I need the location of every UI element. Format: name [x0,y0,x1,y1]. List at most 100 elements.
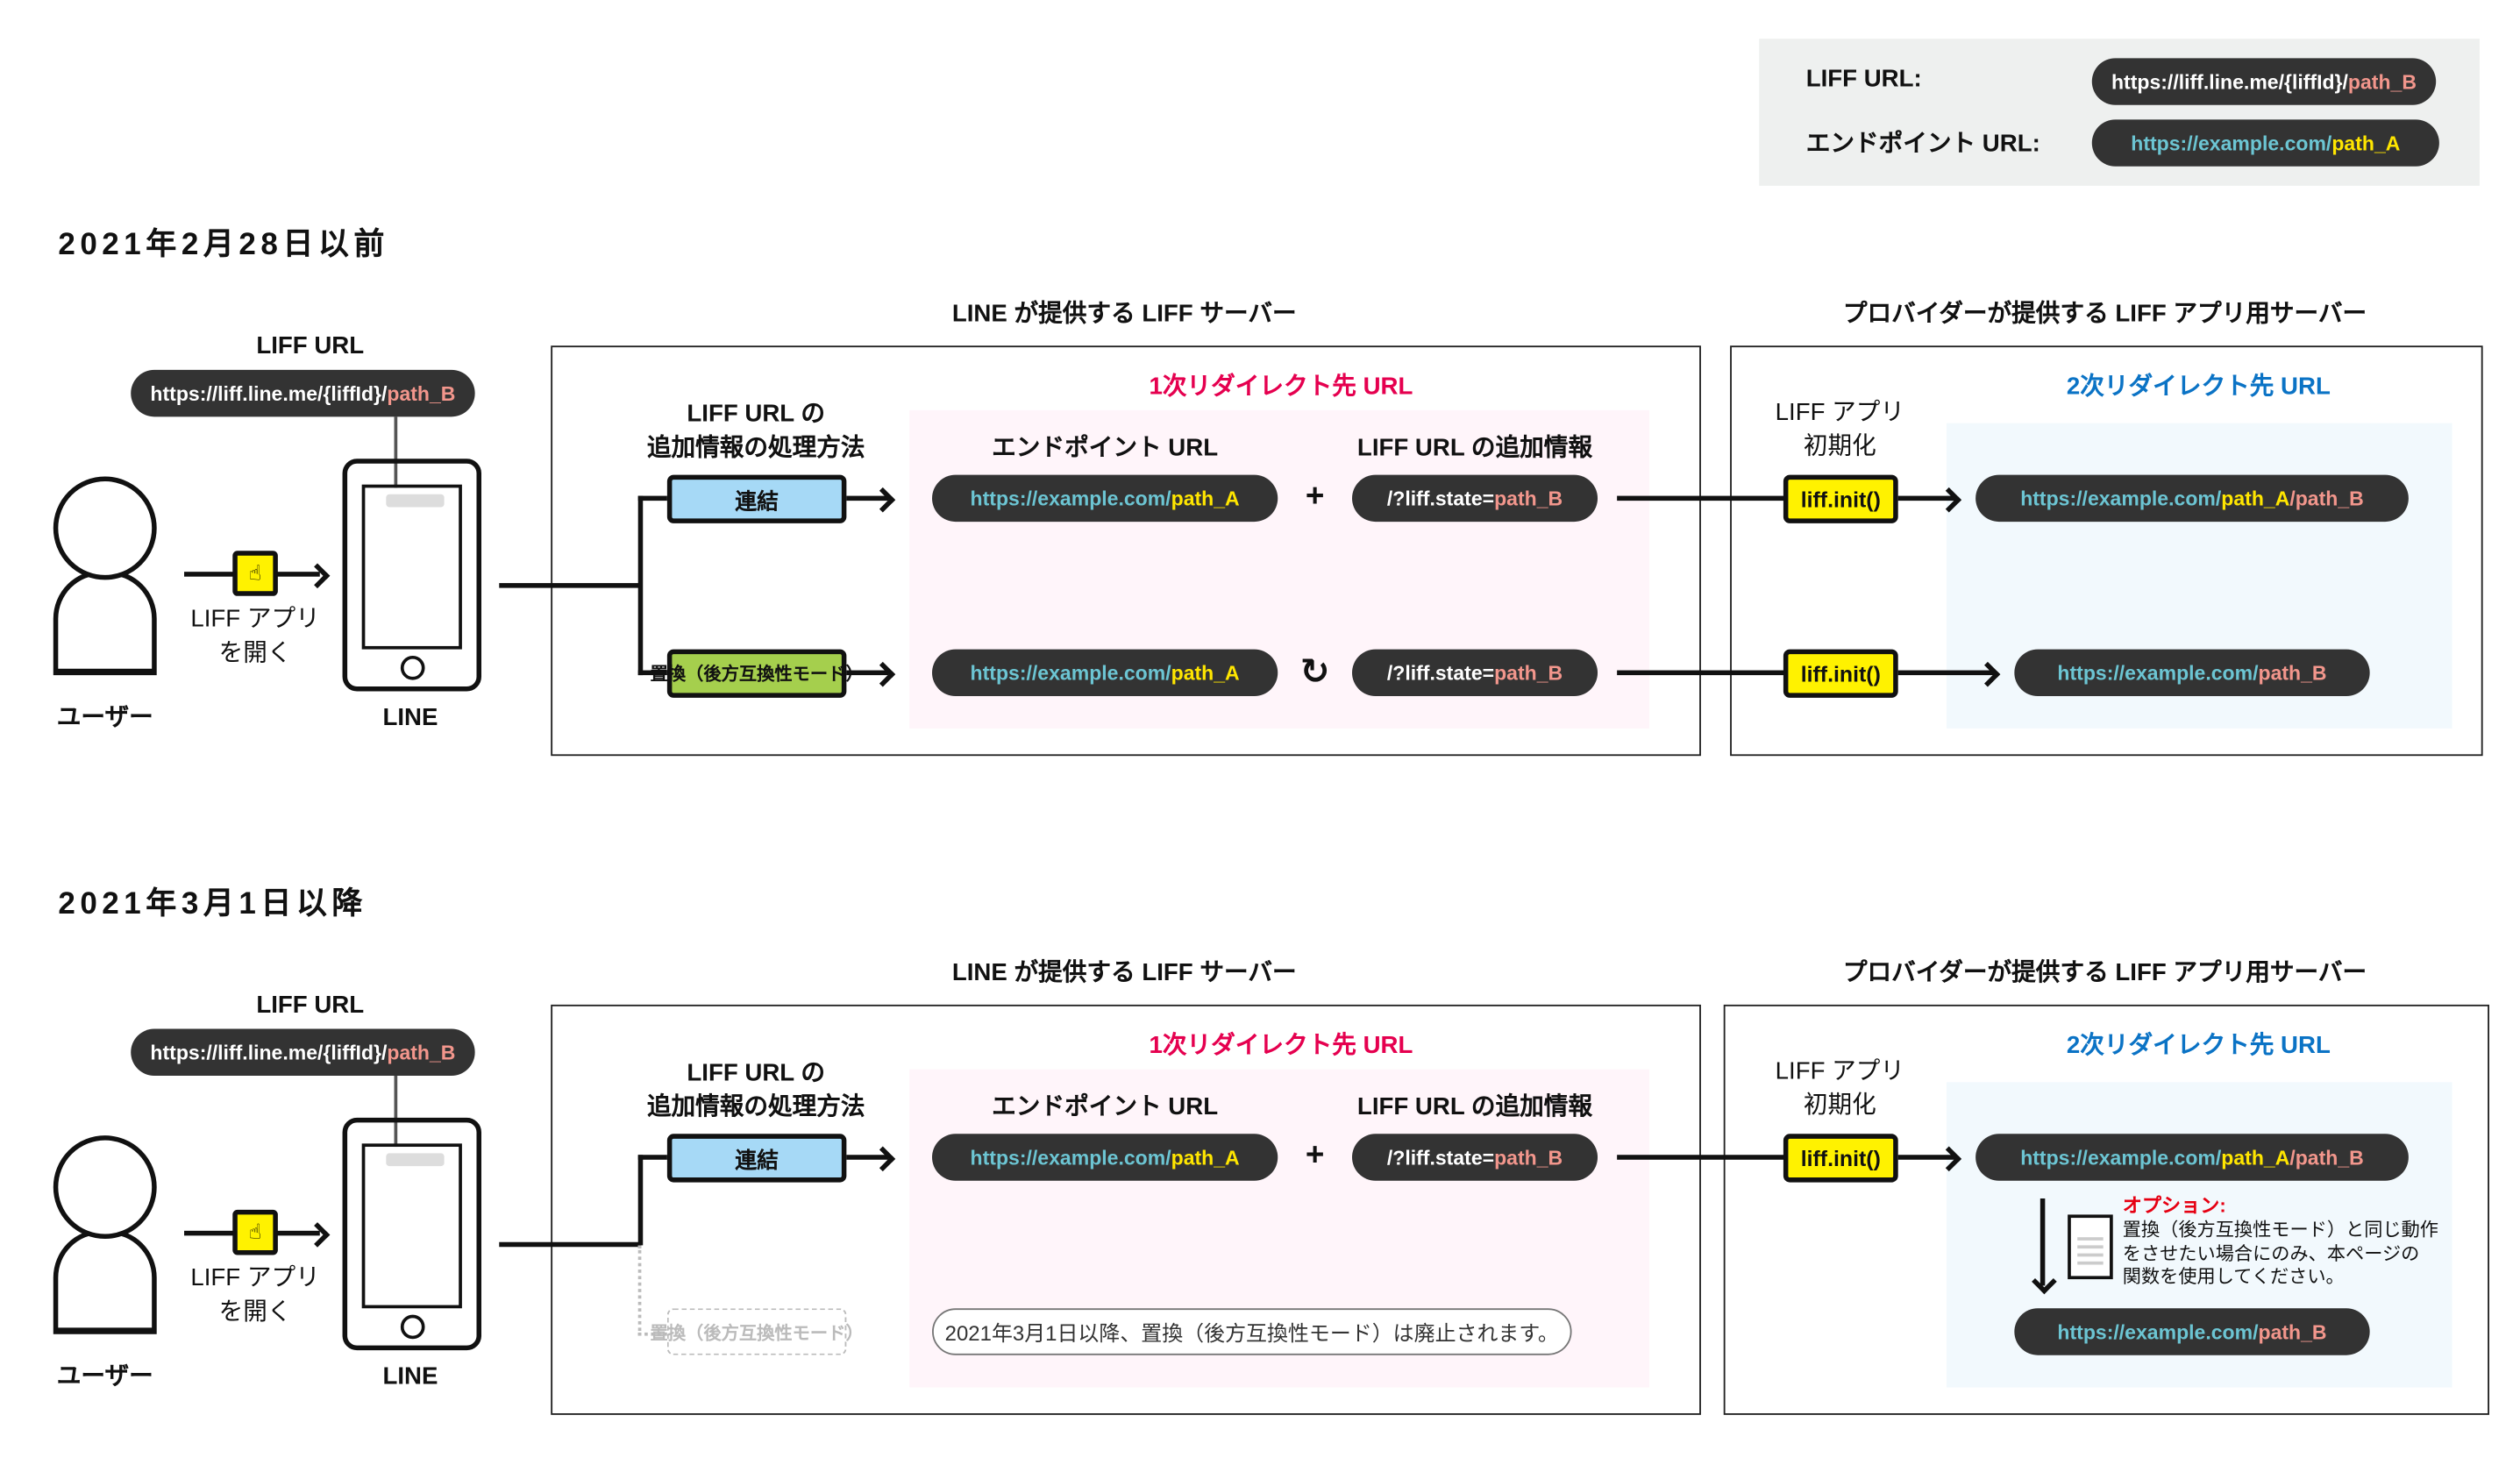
method-label: 追加情報の処理方法 [646,1093,865,1121]
liff-url-label: LIFF URL [256,332,365,360]
url-segment: /path_B [2289,487,2364,510]
phone-icon [342,1117,482,1351]
concat-box: 連結 [666,474,847,523]
connector-line [637,1155,667,1160]
arrow-line [1897,495,1957,501]
plus-icon: + [1305,479,1325,515]
section-title: 2021年2月28日以前 [58,228,389,263]
arrow-line [1897,1155,1957,1160]
replace-box: 置換（後方互換性モード） [651,649,864,698]
url-segment: https://liff.line.me/{liffId}/ [2111,70,2348,93]
url-segment: https://example.com/ [970,1146,1171,1169]
result-url-pill: https://example.com/path_A/path_B [1975,1134,2409,1181]
deprecated-connector [637,1245,667,1336]
liff-url-pill: https://liff.line.me/{liffId}/path_B [131,1028,475,1076]
connector-line [637,1155,644,1246]
arrow-line [846,670,889,676]
connector-line [637,495,667,501]
url-segment: path_B [1494,661,1563,685]
deprecation-note: 2021年3月1日以降、置換（後方互換性モード）は廃止されます。 [932,1308,1572,1355]
url-segment: https://example.com/ [2057,661,2259,685]
url-segment: /path_B [2289,1146,2364,1169]
tap-app-icon: ☝ [232,1209,278,1255]
connector-line [1617,670,1785,676]
connector-line [499,583,642,588]
url-segment: /?liff.state= [1386,661,1495,685]
url-segment: https://example.com/ [2131,132,2332,154]
liff-init-label: 初期化 [1803,432,1876,460]
connector-line [1617,495,1785,501]
url-segment: path_B [387,381,456,405]
liff-state-pill: /?liff.state=path_B [1352,649,1598,697]
arrow-head [304,563,331,589]
url-segment: path_A [1171,487,1240,510]
arrow-line [1897,670,1996,676]
url-segment: path_A [1171,1146,1240,1169]
url-segment: path_B [387,1041,456,1064]
down-arrow-line [2039,1198,2046,1286]
result-url-pill: https://example.com/path_B [2014,649,2370,697]
user-label: ユーザー [56,1362,153,1390]
method-label: 追加情報の処理方法 [646,434,865,462]
connector-line [1617,1155,1785,1160]
url-segment: https://example.com/ [2020,1146,2222,1169]
liff-url-label: LIFF URL [256,991,365,1020]
legend-liff-label: LIFF URL: [1805,65,1922,93]
second-redirect-heading: 2次リダイレクト先 URL [2066,1031,2331,1060]
url-segment: path_B [1494,487,1563,510]
connector-line [394,1075,397,1148]
tap-app-icon: ☝ [232,551,278,596]
result-url-pill: https://example.com/path_B [2014,1308,2370,1355]
method-label: LIFF URL の [687,400,826,428]
section-title: 2021年3月1日以降 [58,887,367,922]
extra-info-heading: LIFF URL の追加情報 [1356,1093,1593,1121]
extra-info-heading: LIFF URL の追加情報 [1356,434,1593,462]
liff-init-box: liff.init() [1783,474,1898,523]
endpoint-url-heading: エンドポイント URL [992,434,1219,462]
liff-url-pill: https://liff.line.me/{liffId}/path_B [131,369,475,417]
option-text: をさせたい場合にのみ、本ページの [2122,1245,2420,1265]
url-segment: https://liff.line.me/{liffId}/ [150,1041,388,1064]
document-icon [2068,1214,2113,1280]
first-redirect-heading: 1次リダイレクト先 URL [1149,373,1413,401]
url-segment: path_B [2258,1320,2327,1343]
url-segment: path_B [2258,661,2327,685]
liff-init-box: liff.init() [1783,1134,1898,1183]
legend-endpoint-url-pill: https://example.com/path_A [2091,119,2439,167]
liff-state-pill: /?liff.state=path_B [1352,1134,1598,1181]
url-segment: https://example.com/ [2057,1320,2259,1343]
option-text: 関数を使用してください。 [2122,1268,2345,1288]
line-server-heading: LINE が提供する LIFF サーバー [951,300,1297,328]
connector-line [637,670,667,676]
liff-init-label: 初期化 [1803,1092,1876,1120]
url-segment: path_A [2331,132,2401,154]
legend-endpoint-label: エンドポイント URL: [1805,130,2040,158]
replace-box-deprecated: 置換（後方互換性モード） [651,1308,864,1355]
line-app-label: LINE [382,704,438,732]
phone-icon [342,459,482,692]
url-segment: path_A [2221,1146,2290,1169]
legend-liff-url-pill: https://liff.line.me/{liffId}/path_B [2091,58,2437,105]
url-segment: path_A [1171,661,1240,685]
url-segment: path_B [1494,1146,1563,1169]
user-icon [53,476,157,676]
plus-icon: + [1305,1137,1325,1174]
url-segment: path_B [2347,70,2417,93]
liff-state-pill: /?liff.state=path_B [1352,474,1598,523]
line-app-label: LINE [382,1362,438,1390]
connector-line [394,416,397,488]
endpoint-url-pill: https://example.com/path_A [932,649,1278,697]
provider-server-heading: プロバイダーが提供する LIFF アプリ用サーバー [1842,300,2367,328]
open-app-label: を開く [218,639,292,667]
url-segment: /?liff.state= [1386,1146,1495,1169]
concat-box: 連結 [666,1134,847,1183]
url-segment: https://example.com/ [2020,487,2222,510]
open-app-label: LIFF アプリ [190,1264,320,1292]
arrow-line [846,1155,889,1160]
provider-server-heading: プロバイダーが提供する LIFF アプリ用サーバー [1842,959,2367,987]
connector-line [637,495,644,676]
result-url-pill: https://example.com/path_A/path_B [1975,474,2409,523]
line-server-heading: LINE が提供する LIFF サーバー [951,959,1297,987]
connector-line [499,1241,642,1248]
